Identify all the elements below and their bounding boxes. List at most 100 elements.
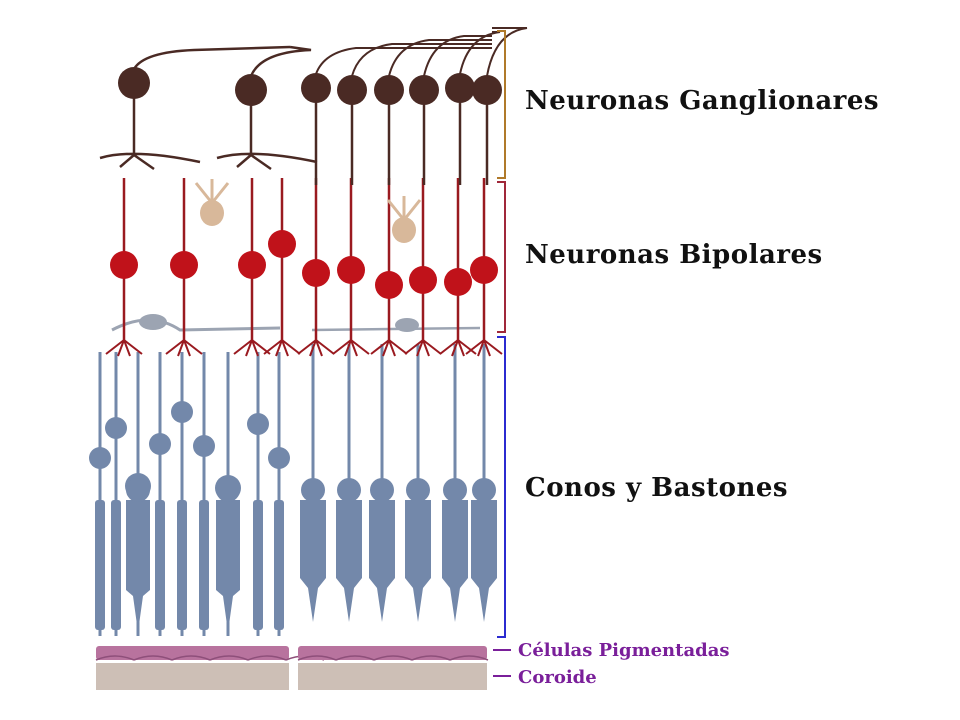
- pigment-cell: [335, 655, 375, 661]
- bipolar-dendrites: [263, 339, 301, 357]
- label-choroid: Coroide: [518, 667, 597, 688]
- cone-outer-segment: [442, 500, 468, 622]
- cone-outer-segment: [216, 500, 240, 632]
- horizontal-cell-body: [139, 314, 167, 330]
- pigment-cell: [95, 655, 135, 661]
- label-cones-and-rods: Conos y Bastones: [525, 473, 789, 503]
- ganglion-axon: [388, 39, 492, 77]
- ganglion-dendritic-tree: [216, 152, 318, 171]
- cone-inner-segment: [472, 478, 496, 502]
- pigment-cell: [411, 655, 451, 661]
- bipolar-cell-body: [444, 268, 472, 296]
- label-bipolar-neurons: Neuronas Bipolares: [525, 240, 823, 270]
- pigment-cell: [373, 655, 413, 661]
- photoreceptor-nucleus: [268, 447, 290, 469]
- cone-inner-segment: [443, 478, 467, 502]
- pigment-cell: [133, 655, 173, 661]
- bipolar-cell-body: [238, 251, 266, 279]
- ganglion-axon: [315, 47, 492, 75]
- pigment-cell-band: [96, 646, 289, 660]
- ganglion-cell-body: [301, 73, 331, 103]
- ganglion-axon: [132, 45, 291, 70]
- rod-outer-segment: [177, 500, 187, 630]
- ganglion-axon: [459, 31, 501, 75]
- rod-outer-segment: [199, 500, 209, 630]
- pigment-cell: [297, 655, 337, 661]
- pigment-cell: [449, 655, 489, 661]
- layer-brackets: [493, 30, 511, 677]
- rod-outer-segment: [111, 500, 121, 630]
- bipolar-cell-body: [268, 230, 296, 258]
- bracket-ganglion: [497, 30, 506, 179]
- rod-outer-segment: [155, 500, 165, 630]
- ganglion-cell-body: [337, 75, 367, 105]
- cone-outer-segment: [126, 500, 150, 632]
- ganglion-neuron-layer: [99, 27, 528, 185]
- bipolar-neuron-layer: [105, 178, 503, 357]
- horizontal-cell-process: [111, 318, 281, 332]
- amacrine-cell-body: [200, 200, 224, 226]
- bipolar-dendrites: [370, 339, 408, 357]
- amacrine-dendrites: [194, 179, 230, 204]
- ganglion-cell-body: [445, 73, 475, 103]
- photoreceptor-nucleus: [193, 435, 215, 457]
- horizontal-cells: [111, 314, 481, 332]
- cone-inner-segment: [370, 478, 394, 502]
- ganglion-axon: [423, 35, 492, 77]
- photoreceptor-nucleus: [171, 401, 193, 423]
- rod-outer-segment: [253, 500, 263, 630]
- bipolar-cell-body: [302, 259, 330, 287]
- bipolar-dendrites: [404, 339, 442, 357]
- bipolar-cell-body: [470, 256, 498, 284]
- bipolar-cell-body: [110, 251, 138, 279]
- choroid-block: [96, 663, 289, 690]
- pigment-cell: [247, 655, 287, 661]
- bracket-photoreceptor: [497, 336, 506, 638]
- cone-outer-segment: [369, 500, 395, 622]
- photoreceptor-nucleus: [105, 417, 127, 439]
- bipolar-dendrites: [105, 339, 143, 357]
- ganglion-axon: [249, 45, 312, 77]
- ganglion-cell-body: [472, 75, 502, 105]
- amacrine-cell-body: [392, 217, 416, 243]
- pigment-cell-layer: [95, 646, 489, 661]
- amacrine-dendrites: [386, 196, 422, 221]
- photoreceptor-nucleus: [149, 433, 171, 455]
- ganglion-cell-body: [118, 67, 150, 99]
- cone-inner-segment: [406, 478, 430, 502]
- ganglion-cell-body: [235, 74, 267, 106]
- pigment-cell: [171, 655, 211, 661]
- ganglion-cell-body: [409, 75, 439, 105]
- cone-inner-segment: [216, 478, 240, 502]
- cone-outer-segment: [300, 500, 326, 622]
- bipolar-cell-body: [375, 271, 403, 299]
- photoreceptor-nucleus: [247, 413, 269, 435]
- photoreceptor-layer: [89, 344, 497, 636]
- rod-outer-segment: [274, 500, 284, 630]
- ganglion-dendritic-tree: [99, 152, 201, 171]
- cone-inner-segment: [301, 478, 325, 502]
- cone-outer-segment: [336, 500, 362, 622]
- label-pigment-cells: Células Pigmentadas: [518, 640, 730, 661]
- horizontal-cell-body: [395, 318, 419, 332]
- choroid-layer: [96, 663, 487, 690]
- bipolar-cell-body: [170, 251, 198, 279]
- bipolar-dendrites: [465, 339, 503, 357]
- choroid-block: [298, 663, 487, 690]
- ganglion-cell-body: [374, 75, 404, 105]
- bipolar-cell-body: [337, 256, 365, 284]
- bracket-bipolar: [497, 181, 506, 333]
- cone-inner-segment: [126, 478, 150, 502]
- bipolar-dendrites: [233, 339, 271, 357]
- ganglion-axon: [486, 27, 528, 77]
- cone-outer-segment: [405, 500, 431, 622]
- bipolar-dendrites: [332, 339, 370, 357]
- pigment-cell: [209, 655, 249, 661]
- bipolar-cell-body: [409, 266, 437, 294]
- cone-outer-segment: [471, 500, 497, 622]
- amacrine-cells: [194, 179, 422, 243]
- rod-outer-segment: [95, 500, 105, 630]
- ganglion-axon: [351, 43, 492, 77]
